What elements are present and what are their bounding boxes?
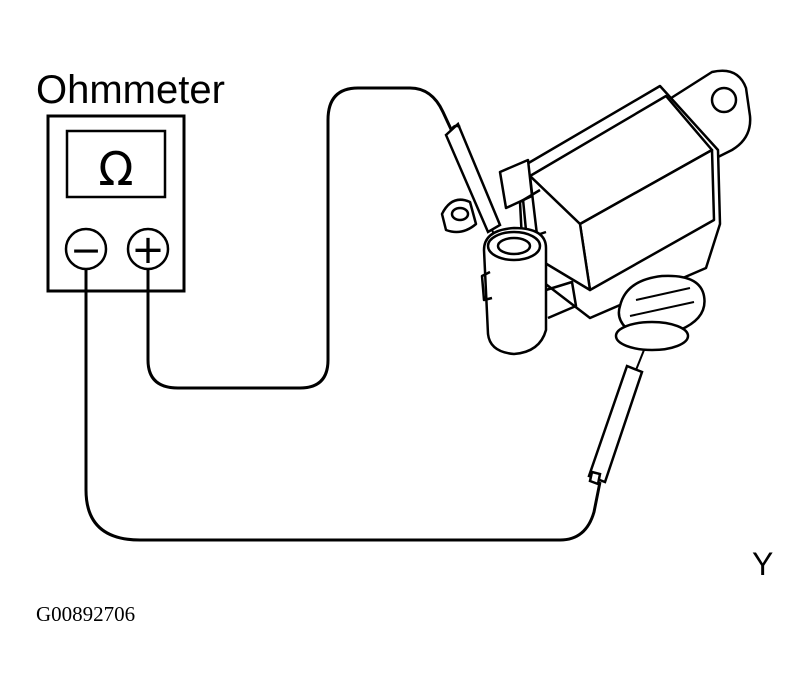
ohmmeter-label: Ohmmeter bbox=[36, 68, 225, 112]
negative-lead-wire bbox=[84, 270, 602, 542]
coil-mount-hole bbox=[710, 86, 738, 114]
coil-connector bbox=[482, 226, 548, 356]
negative-terminal bbox=[64, 227, 108, 271]
ohmmeter bbox=[46, 114, 186, 293]
positive-terminal-symbol: + bbox=[131, 227, 165, 273]
positive-lead-wire bbox=[146, 86, 458, 390]
negative-probe bbox=[587, 334, 651, 486]
corner-letter-label: Y bbox=[752, 546, 774, 582]
positive-terminal bbox=[126, 227, 170, 271]
ohm-symbol: Ω bbox=[98, 142, 133, 196]
ignition-coil bbox=[440, 69, 752, 356]
ohmmeter-body bbox=[46, 114, 186, 293]
figure-code-label: G00892706 bbox=[36, 602, 136, 626]
ohmmeter-display bbox=[65, 129, 167, 199]
negative-terminal-symbol: − bbox=[70, 228, 102, 272]
